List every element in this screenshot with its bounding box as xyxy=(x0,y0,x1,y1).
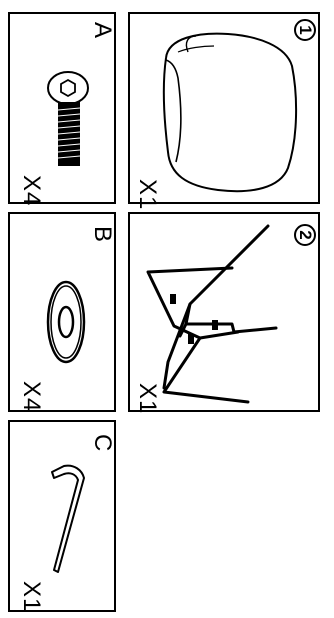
part-1-panel: 1 X1 xyxy=(128,12,320,204)
part-quantity: X1 xyxy=(135,383,159,413)
part-2-panel: 2 X1 xyxy=(128,212,320,412)
part-quantity: X1 xyxy=(135,179,159,209)
hardware-quantity: X1 xyxy=(19,581,43,611)
hardware-c-panel: C X1 xyxy=(8,420,116,612)
hardware-a-panel: A X4 xyxy=(8,12,116,204)
chair-seat-icon xyxy=(128,12,320,204)
chair-legs-frame-icon xyxy=(128,212,320,412)
hardware-quantity: X4 xyxy=(19,381,43,411)
hardware-quantity: X4 xyxy=(19,175,43,205)
hardware-b-panel: B X4 xyxy=(8,212,116,412)
